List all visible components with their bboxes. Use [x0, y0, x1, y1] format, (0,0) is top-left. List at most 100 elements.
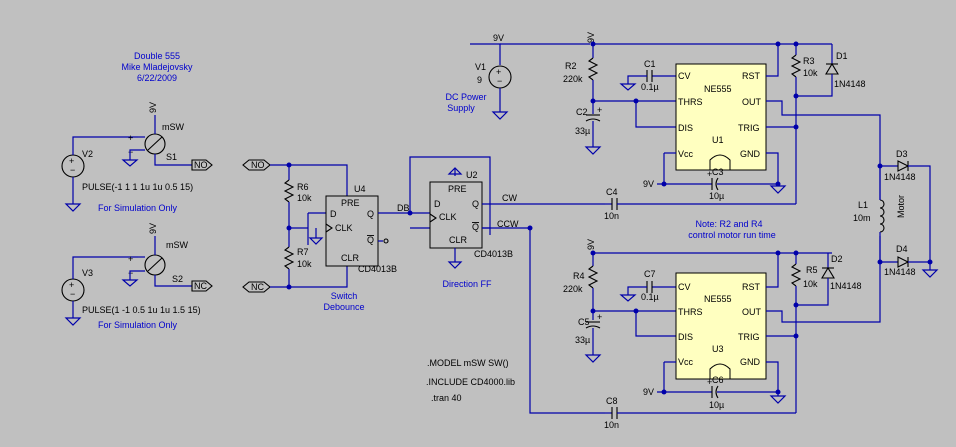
c8-value: 10n: [604, 420, 619, 430]
u1-ne555: [675, 63, 767, 171]
r6-value: 10k: [297, 193, 312, 203]
u4-qbar-openpin: [383, 238, 389, 244]
timer-1: 9V R2 220k + C2 33µ C1 0.1µ CV RST NE555…: [563, 32, 881, 221]
svg-text:+: +: [707, 169, 712, 179]
u3-pin-vcc: Vcc: [678, 357, 694, 367]
direction-stage: PRE D CLK Q Q CLR U2 CD4013B Direction F…: [409, 156, 605, 414]
motor-coil-symbol: [879, 199, 885, 233]
v1-value: 9: [477, 75, 482, 85]
ground-icon: [769, 185, 787, 194]
ground-icon: [921, 269, 939, 278]
u1-label: U1: [712, 135, 724, 145]
v3-label: V3: [82, 268, 93, 278]
directive-model: .MODEL mSW SW(): [427, 358, 509, 368]
r7-value: 10k: [297, 259, 312, 269]
u2-pin-q: Q: [472, 199, 479, 209]
note-line-2: control motor run time: [688, 230, 776, 240]
u3-pin-cv: CV: [678, 282, 691, 292]
ground-icon: [308, 237, 324, 245]
ground-icon: [64, 203, 82, 212]
net-no-1: NO: [194, 160, 208, 170]
c6-value: 10µ: [709, 400, 724, 410]
r6-label: R6: [297, 182, 309, 192]
l1-value: 10m: [853, 213, 871, 223]
u1-pin-dis: DIS: [678, 123, 693, 133]
c3-label: C3: [712, 167, 724, 177]
d2-label: D2: [831, 254, 843, 264]
net-nc-2: NC: [251, 282, 264, 292]
ground-icon: [121, 159, 139, 167]
u1-pin-vcc: Vcc: [678, 149, 694, 159]
directive-tran: .tran 40: [431, 393, 462, 403]
c4-label: C4: [606, 187, 618, 197]
r2-label: R2: [565, 61, 577, 71]
motor-stage: L1 10m Motor D3 1N4148 D4 1N4148: [853, 149, 939, 278]
r3-label: R3: [803, 56, 815, 66]
u4-pin-clk: CLK: [335, 223, 353, 233]
r4-label: R4: [573, 271, 585, 281]
ground-icon: [447, 261, 463, 269]
r7-label: R7: [297, 247, 309, 257]
u2-pin-clk: CLK: [439, 212, 457, 222]
net-nc-1: NC: [194, 281, 207, 291]
net-flag-nc-2: [242, 281, 271, 293]
note-line-1: Note: R2 and R4: [695, 219, 762, 229]
net-flag-no-1: [191, 159, 213, 171]
u4-label: U4: [354, 184, 366, 194]
r3-value: 10k: [803, 68, 818, 78]
d1-label: D1: [836, 51, 848, 61]
v1-label: V1: [475, 62, 486, 72]
timer-2: 9V R4 220k + C5 33µ C7 0.1µ CV RST NE555…: [563, 236, 881, 430]
sim-switch-1: +− V2 PULSE(-1 1 1 1u 1u 0.5 15) For Sim…: [61, 102, 213, 213]
net-cw: CW: [502, 193, 517, 203]
u2-pin-pre: PRE: [448, 184, 467, 194]
s1-label: S1: [166, 152, 177, 162]
u2-flipflop: [429, 181, 483, 249]
u3-9v-rail: 9V: [586, 239, 596, 250]
u1-vcc-net: 9V: [643, 179, 654, 189]
u1-pin-out: OUT: [742, 97, 762, 107]
sim-note-2: For Simulation Only: [98, 320, 178, 330]
d3-label: D3: [896, 149, 908, 159]
net-no-2: NO: [251, 160, 265, 170]
direction-caption: Direction FF: [442, 279, 492, 289]
u4-pin-clr: CLR: [341, 253, 360, 263]
ground-icon: [619, 83, 637, 91]
r4-value: 220k: [563, 284, 583, 294]
svg-text:+: +: [707, 377, 712, 387]
u3-vcc-net: 9V: [643, 387, 654, 397]
v2-label: V2: [82, 149, 93, 159]
l1-label: L1: [858, 200, 868, 210]
u3-pin-trig: TRIG: [738, 332, 760, 342]
debounce-stage: NO NC R6 10k R7 10k PRE D CLK Q Q CLR U4…: [242, 159, 430, 312]
motor-label: Motor: [896, 195, 906, 218]
u3-ne555: [675, 272, 767, 380]
c2-value: 33µ: [575, 126, 590, 136]
u3-pin-gnd: GND: [740, 357, 761, 367]
u3-pin-thrs: THRS: [678, 307, 703, 317]
u3-part: NE555: [704, 294, 732, 304]
u2-pin-qbar: Q: [472, 222, 479, 232]
sim-switch-2: +− V3 PULSE(1 -1 0.5 1u 1u 1.5 15) For S…: [61, 223, 213, 330]
ground-icon: [584, 354, 602, 363]
svg-text:+: +: [69, 156, 74, 166]
u2-pin-d: D: [434, 199, 441, 209]
c7-value: 0.1µ: [641, 292, 659, 302]
u1-9v-rail: 9V: [586, 32, 596, 43]
s2-label: S2: [172, 274, 183, 284]
c3-value: 10µ: [709, 191, 724, 201]
c2-label: C2: [576, 107, 588, 117]
ground-icon: [491, 111, 509, 120]
u4-pin-pre: PRE: [341, 198, 360, 208]
directive-include: .INCLUDE CD4000.lib: [426, 377, 515, 387]
supply-caption-1: DC Power: [445, 92, 486, 102]
u3-label: U3: [712, 344, 724, 354]
svg-text:9V: 9V: [148, 223, 158, 234]
svg-text:−: −: [128, 147, 133, 157]
svg-text:+: +: [597, 312, 602, 322]
svg-text:+: +: [597, 105, 602, 115]
svg-text:+: +: [128, 254, 133, 264]
c7-label: C7: [644, 269, 656, 279]
net-flag-nc-1: [191, 280, 213, 292]
svg-text:−: −: [70, 165, 75, 175]
